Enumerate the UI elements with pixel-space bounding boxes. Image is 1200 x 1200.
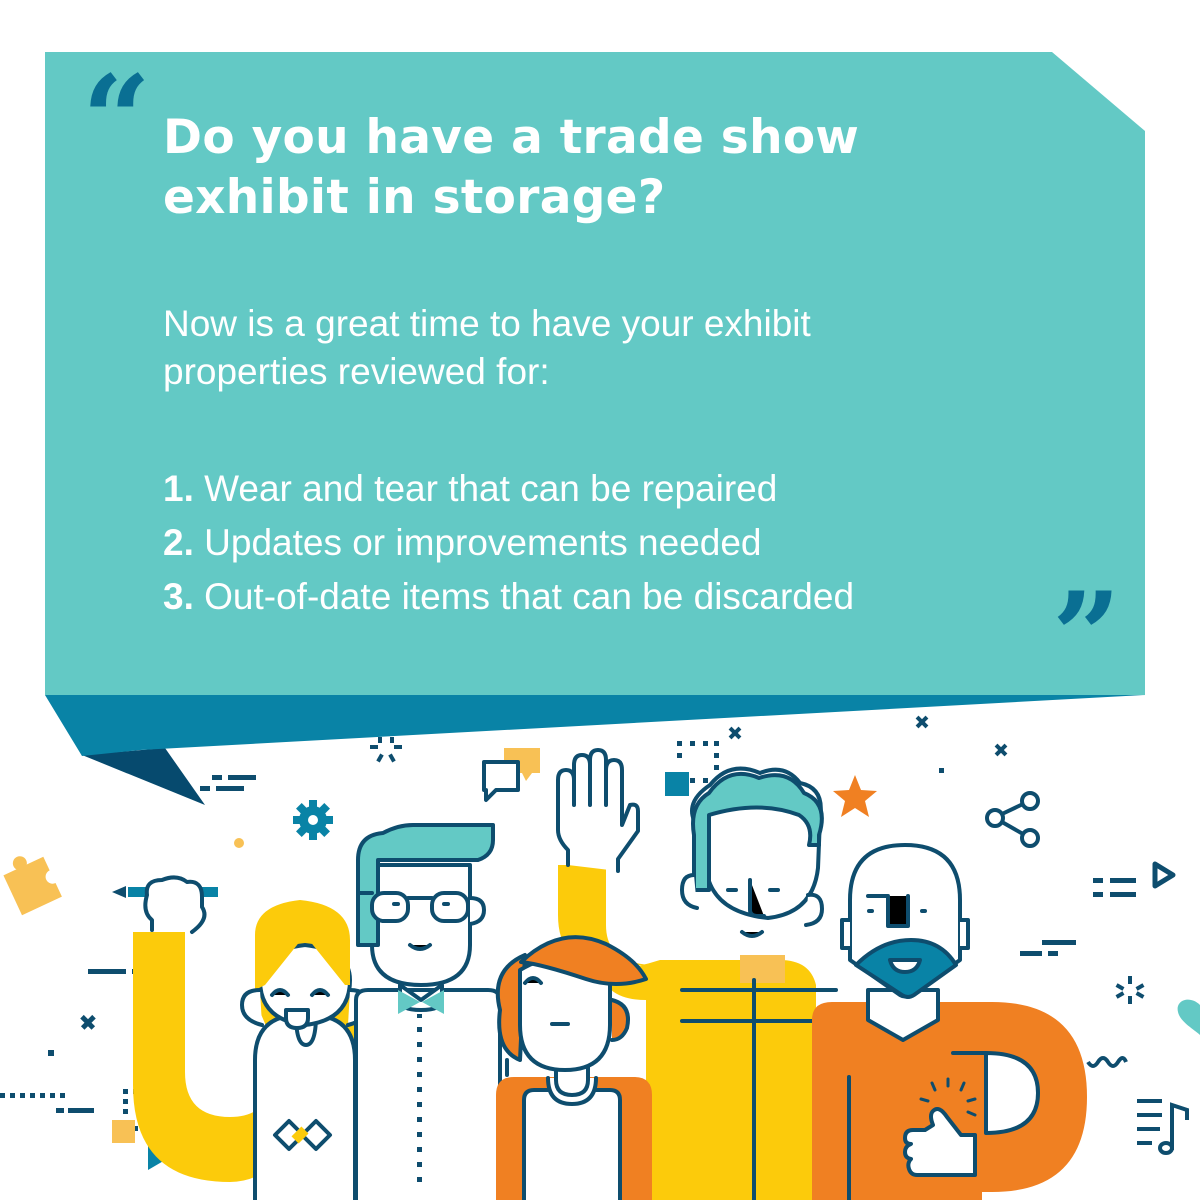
shirt-logo-icon bbox=[273, 1119, 332, 1151]
item-number: 3. bbox=[163, 576, 194, 617]
play-outline-icon bbox=[1152, 861, 1176, 889]
review-item: 3. Out-of-date items that can be discard… bbox=[163, 570, 1123, 624]
puzzle-piece-icon bbox=[3, 856, 62, 916]
headline: Do you have a trade show exhibit in stor… bbox=[163, 108, 1063, 228]
review-list: 1. Wear and tear that can be repaired 2.… bbox=[163, 462, 1123, 624]
person-girl-with-pencil bbox=[112, 875, 390, 1200]
cross-icon bbox=[80, 1014, 96, 1030]
gear-icon bbox=[293, 800, 333, 840]
person-redhead-woman bbox=[495, 935, 652, 1200]
thumbs-up-icon bbox=[903, 1077, 977, 1177]
item-number: 2. bbox=[163, 522, 194, 563]
review-item: 1. Wear and tear that can be repaired bbox=[163, 462, 1123, 516]
review-item: 2. Updates or improvements needed bbox=[163, 516, 1123, 570]
person-bearded-man-thumbs-up bbox=[812, 843, 1087, 1200]
open-quote-mark: “ bbox=[82, 49, 151, 190]
headline-line-1: Do you have a trade show bbox=[163, 110, 860, 165]
cross-icon bbox=[915, 715, 929, 729]
speech-panel bbox=[45, 52, 1145, 695]
item-text: Out-of-date items that can be discarded bbox=[204, 576, 855, 617]
square-icon bbox=[112, 1120, 135, 1143]
star-icon bbox=[833, 775, 877, 817]
item-number: 1. bbox=[163, 468, 194, 509]
heart-icon bbox=[1177, 999, 1200, 1035]
square-icon bbox=[665, 772, 689, 796]
headline-line-2: exhibit in storage? bbox=[163, 170, 666, 225]
person-boy-glasses-bowtie bbox=[354, 823, 502, 1200]
share-icon bbox=[985, 791, 1040, 848]
cross-icon bbox=[994, 743, 1008, 757]
intro-line-1: Now is a great time to have your exhibit bbox=[163, 303, 811, 344]
chat-bubbles-icon bbox=[482, 748, 540, 802]
item-text: Wear and tear that can be repaired bbox=[204, 468, 778, 509]
music-note-icon bbox=[1137, 1099, 1189, 1155]
item-text: Updates or improvements needed bbox=[204, 522, 762, 563]
sparkle-icon bbox=[1115, 976, 1145, 1004]
dot-icon bbox=[234, 838, 244, 848]
speech-tail bbox=[82, 748, 205, 805]
speech-ribbon bbox=[45, 695, 1145, 756]
cross-icon bbox=[728, 726, 742, 740]
intro-text: Now is a great time to have your exhibit… bbox=[163, 300, 1063, 396]
sparkle-icon bbox=[370, 737, 402, 763]
wave-icon bbox=[1086, 1056, 1128, 1068]
intro-line-2: properties reviewed for: bbox=[163, 351, 550, 392]
